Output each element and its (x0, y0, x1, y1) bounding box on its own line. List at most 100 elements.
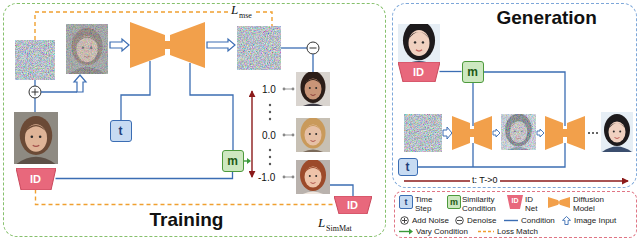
loss-symbol: L (318, 216, 325, 231)
vary-condition-arrow (244, 160, 247, 161)
ellipsis-dot (269, 163, 271, 165)
add-noise-symbol (32, 89, 39, 96)
diffusion-model-sample (558, 201, 560, 204)
face-photo (296, 157, 330, 197)
leader-dot (283, 88, 286, 91)
leader-dot (292, 134, 295, 137)
box-label: t (406, 160, 410, 174)
generation-panel: GenerationIDmt (392, 3, 637, 188)
legend-sample (562, 216, 571, 225)
loss-subscript: SimMat (326, 224, 352, 233)
noise-overlay (66, 24, 108, 74)
legend-text: Add Noise (412, 216, 449, 225)
input-line (34, 80, 35, 86)
legend-sample (455, 216, 464, 225)
diffusion-model (170, 22, 205, 68)
legend-text: Denoise (467, 216, 496, 225)
connector (440, 71, 462, 72)
training-art (14, 12, 353, 197)
id-net: ID (398, 62, 440, 82)
diffusion-model (545, 116, 563, 150)
ellipsis-dot (269, 156, 271, 158)
legend-text: Diffusion Model (573, 195, 613, 213)
loss-match-sample (478, 231, 494, 232)
box-label: m (227, 154, 238, 168)
operator-sample (457, 220, 462, 221)
id-net: ID (334, 196, 372, 214)
timestep-arrow (404, 180, 628, 181)
face-photo (296, 115, 330, 155)
ellipsis-dot (588, 132, 590, 134)
condition-line (121, 61, 150, 120)
diffusion-model (567, 116, 585, 150)
id-label: ID (413, 66, 424, 78)
similarity-box: m (462, 61, 484, 83)
input-line (34, 98, 35, 112)
diffusion-model (452, 116, 470, 150)
id-net-shape (16, 168, 56, 190)
denoise-symbol (310, 48, 317, 49)
legend-text: Image Input (574, 216, 616, 225)
face-photo (398, 18, 440, 67)
similarity-value: 0.0 (262, 130, 276, 142)
diffusion-model (474, 116, 492, 150)
leader-dot (283, 134, 286, 137)
legend-sample (548, 197, 570, 208)
operator-sample (401, 217, 409, 225)
similarity-range-arrow (251, 91, 252, 177)
diffusion-model (130, 22, 165, 68)
vary-condition-arrow (247, 158, 251, 164)
leader-dot (292, 176, 295, 179)
ellipsis-dot (269, 104, 271, 106)
legend-symbol: m (450, 197, 458, 207)
input-line (41, 91, 77, 92)
operator-sample (402, 218, 407, 223)
image-input-arrow (74, 75, 86, 92)
id-label: ID (347, 199, 358, 211)
add-noise-symbol (29, 86, 41, 98)
face-photo (296, 69, 330, 109)
timestep-label: t: T->0 (470, 175, 500, 185)
legend-symbol: t (405, 197, 408, 207)
legend-text: Vary Condition (416, 227, 468, 236)
legend-symbol: ID (512, 197, 519, 205)
ellipsis-dot (596, 132, 598, 134)
box-label: t (119, 124, 123, 138)
box-label: m (467, 65, 478, 79)
face-photo (600, 112, 634, 152)
legend-sample (399, 227, 413, 236)
ellipsis-dot (592, 132, 594, 134)
similarity-value: -1.0 (258, 172, 275, 184)
time-step-box: t (110, 120, 132, 142)
ellipsis-dot (269, 111, 271, 113)
denoise-symbol (307, 42, 319, 54)
leader-dots (283, 88, 295, 179)
generation-art (398, 18, 634, 181)
similarity-box: m (222, 150, 244, 172)
time-step-box: t (398, 158, 418, 176)
leader-dot (283, 176, 286, 179)
legend-text: Similarity Condition (462, 195, 502, 213)
diffusion-model-sample (560, 197, 570, 208)
ellipsis-dot (269, 118, 271, 120)
noise-image (404, 114, 442, 152)
input-line (330, 185, 353, 196)
vary-condition-sample (399, 231, 410, 232)
legend-sample (504, 216, 518, 225)
training-panel: TrainingIDtmID (3, 3, 386, 237)
legend-text: Time Step (415, 195, 441, 213)
id-net: ID (16, 168, 56, 190)
loss-line (256, 12, 272, 26)
legend-text: ID Net (525, 195, 543, 213)
similarity-value: 1.0 (262, 84, 276, 96)
image-input-sample (563, 217, 571, 225)
loss-subscript: mse (239, 11, 252, 20)
image-input-arrow (110, 39, 129, 51)
id-net-shape (398, 62, 440, 82)
input-line (312, 54, 313, 72)
condition-sample (504, 220, 518, 221)
image-input-arrow (207, 39, 235, 51)
match-leader (284, 89, 293, 177)
diffusion-model (164, 41, 171, 49)
